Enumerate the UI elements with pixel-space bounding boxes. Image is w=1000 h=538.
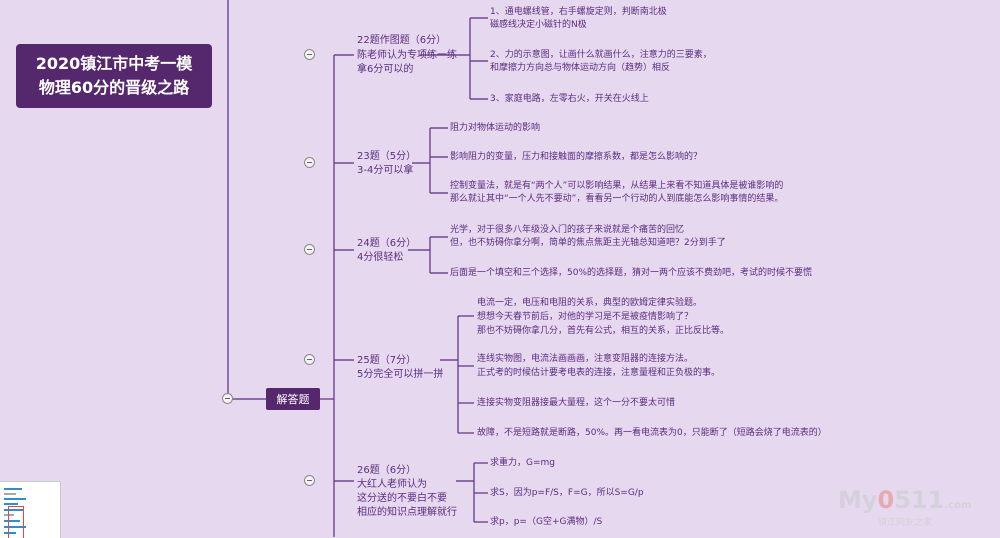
leaf-q25-1[interactable]: 电流一定，电压和电阻的关系，典型的欧姆定律实验题。 — [477, 298, 703, 308]
topic-q22-title[interactable]: 22题作图题（6分） — [357, 35, 447, 46]
collapse-q23-toggle[interactable] — [304, 157, 315, 168]
topic-q25-title[interactable]: 25题（7分） — [357, 355, 417, 366]
leaf-q26-2[interactable]: 求S，因为p=F/S，F=G，所以S=G/p — [490, 488, 644, 498]
leaf-q23-3[interactable]: 那么就让其中“一个人先不要动”，看看另一个行动的人到底能怎么影响事情的结果。 — [450, 194, 784, 204]
root-topic-line-1: 2020镇江市中考一模 — [35, 54, 193, 73]
topic-q26-note: 相应的知识点理解就行 — [357, 507, 457, 518]
site-watermark-logo: My0511.com 镇江网友之家 — [838, 486, 972, 528]
leaf-q22-3[interactable]: 3、家庭电路，左零右火，开关在火线上 — [490, 94, 649, 104]
topic-q25-note: 5分完全可以拼一拼 — [357, 369, 444, 380]
collapse-q24-toggle[interactable] — [304, 244, 315, 255]
leaf-q22-1[interactable]: 1、通电螺线管，右手螺旋定则，判断南北极 — [490, 7, 667, 17]
leaf-q23-1[interactable]: 阻力对物体运动的影响 — [450, 123, 541, 133]
leaf-q25-3[interactable]: 连接实物变阻器接最大量程，这个一分不要太可惜 — [477, 398, 676, 408]
collapse-q22-toggle[interactable] — [304, 49, 315, 60]
leaf-q26-1[interactable]: 求重力，G=mg — [490, 458, 555, 468]
root-topic-line-2: 物理60分的晋级之路 — [38, 78, 190, 97]
topic-q26-note: 大红人老师认为 — [357, 479, 427, 490]
leaf-q24-1[interactable]: 光学，对于很多八年级没入门的孩子来说就是个痛苦的回忆 — [450, 225, 685, 235]
leaf-q22-2[interactable]: 和摩擦力方向总与物体运动方向（趋势）相反 — [490, 63, 671, 73]
leaf-q25-2[interactable]: 连线实物图，电流法画画画，注意变阻器的连接方法。 — [477, 354, 694, 364]
root-topic[interactable]: 2020镇江市中考一模 物理60分的晋级之路 — [16, 44, 212, 108]
leaf-q24-2[interactable]: 后面是一个填空和三个选择，50%的选择题，猜对一两个应该不费劲吧，考试的时候不要… — [450, 268, 813, 278]
topic-q23-title[interactable]: 23题（5分） — [357, 151, 417, 162]
leaf-q22-1[interactable]: 磁感线决定小磁针的N极 — [490, 20, 587, 30]
topic-q24-title[interactable]: 24题（6分） — [357, 238, 417, 249]
leaf-q22-2[interactable]: 2、力的示意图，让画什么就画什么，注意力的三要素， — [490, 50, 712, 60]
minimap-viewport-frame[interactable] — [8, 506, 24, 538]
leaf-q25-2[interactable]: 正式考的时候估计要考电表的连接，注意量程和正负极的事。 — [477, 368, 721, 378]
topic-q26-title[interactable]: 26题（6分） — [357, 465, 417, 476]
topic-q23-note: 3-4分可以拿 — [357, 165, 414, 176]
minimap-thumbnail[interactable] — [0, 481, 61, 538]
leaf-q25-4[interactable]: 故障，不是短路就是断路，50%。再一看电流表为0，只能断了（短路会烧了电流表的） — [477, 428, 827, 438]
branch-topic-answer-questions[interactable]: 解答题 — [266, 388, 320, 410]
topic-q22-note: 陈老师认为专项练一练 — [357, 50, 457, 61]
leaf-q26-3[interactable]: 求p，p=（G空+G满物）/S — [490, 517, 603, 527]
collapse-root-toggle[interactable] — [222, 393, 233, 404]
collapse-q25-toggle[interactable] — [304, 354, 315, 365]
leaf-q23-2[interactable]: 影响阻力的变量，压力和接触面的摩擦系数，都是怎么影响的？ — [450, 152, 703, 162]
collapse-q26-toggle[interactable] — [304, 475, 315, 486]
topic-q24-note: 4分很轻松 — [357, 252, 404, 263]
leaf-q24-1[interactable]: 但，也不妨碍你拿分啊，简单的焦点焦距主光轴总知道吧？2分到手了 — [450, 238, 726, 248]
leaf-q25-1[interactable]: 那也不妨碍你拿几分，首先有公式，相互的关系，正比反比等。 — [477, 326, 730, 336]
topic-q26-note: 这分送的不要白不要 — [357, 493, 447, 504]
leaf-q25-1[interactable]: 想想今天春节前后，对他的学习是不是被疫情影响了？ — [477, 312, 694, 322]
topic-q22-note: 拿6分可以的 — [357, 64, 414, 75]
leaf-q23-3[interactable]: 控制变量法，就是有“两个人”可以影响结果，从结果上来看不知道具体是被谁影响的 — [450, 181, 784, 191]
